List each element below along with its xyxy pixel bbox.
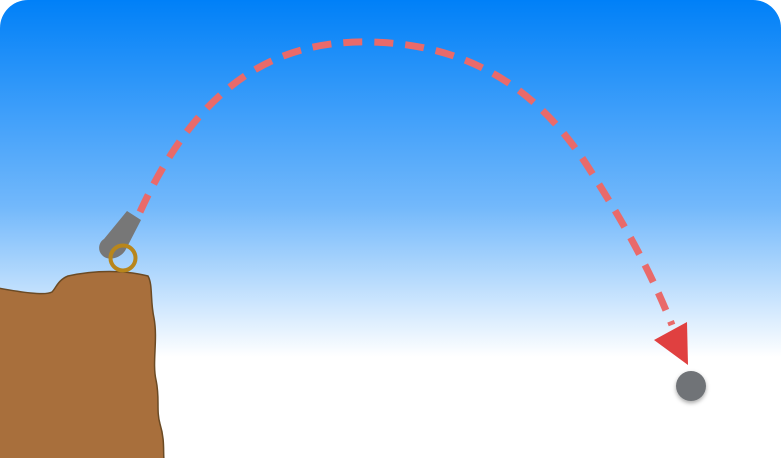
cannon-barrel — [99, 211, 141, 259]
cannon-wheel — [108, 243, 138, 273]
cliff — [0, 270, 165, 458]
cannonball — [676, 371, 706, 401]
trajectory-arrowhead — [654, 322, 688, 365]
